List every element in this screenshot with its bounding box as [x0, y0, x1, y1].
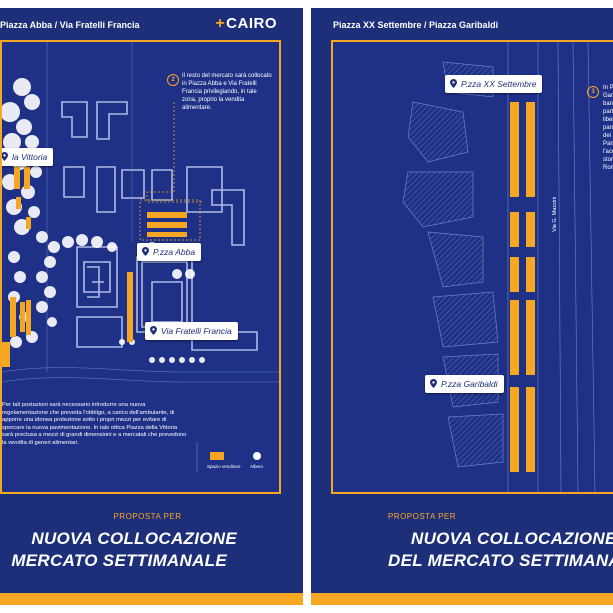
- map-right: P.zza XX Settembre P.zza Garibaldi Via G…: [331, 40, 613, 494]
- note-line: banchi d: [603, 101, 613, 107]
- pin-label: P.zza Garibaldi: [441, 379, 498, 389]
- proposal-label: PROPOSTA PER: [113, 512, 182, 521]
- note-line: parte in: [603, 109, 613, 115]
- poster-left: Piazza Abba / Via Fratelli Francia +CAIR…: [0, 8, 303, 605]
- cairo-logo: +CAIRO: [215, 15, 277, 33]
- location-pin-icon: [450, 79, 457, 88]
- note-line: Parimen: [603, 141, 613, 147]
- location-pin-icon: [142, 247, 149, 256]
- pin-label: P.zza Abba: [153, 247, 196, 257]
- pin-via-fratelli-francia[interactable]: Via Fratelli Francia: [145, 322, 238, 340]
- plus-icon: +: [215, 15, 226, 32]
- note-line: storico: [603, 157, 613, 163]
- poster-footer: PROPOSTA PER NUOVA COLLOCAZIONE DEL MERC…: [311, 498, 613, 593]
- map-left: la Vittoria P.zza Abba Via Fratelli Fran…: [0, 40, 281, 494]
- poster-right: Piazza XX Settembre / Piazza Garibaldi: [311, 8, 613, 605]
- title-line-2: MERCATO SETTIMANALE: [11, 551, 227, 570]
- logo-text: CAIRO: [226, 15, 277, 32]
- note-number-badge: 3: [587, 86, 599, 98]
- proposal-label: PROPOSTA PER: [387, 512, 457, 521]
- market-stalls: [510, 102, 535, 472]
- orange-strip: [311, 593, 613, 605]
- regulation-text: Per tali postazioni sarà necessario intr…: [2, 402, 187, 446]
- note-number-badge: 2: [167, 74, 179, 86]
- location-pin-icon: [2, 152, 8, 161]
- note-line: libera la: [603, 117, 613, 123]
- pin-piazza-abba[interactable]: P.zza Abba: [137, 243, 202, 261]
- title-line-1: NUOVA COLLOCAZIONE: [31, 529, 237, 548]
- note-line: parchec: [603, 125, 613, 131]
- pin-piazza-garibaldi[interactable]: P.zza Garibaldi: [425, 375, 504, 393]
- pin-label: Via Fratelli Francia: [161, 326, 232, 336]
- note-line: l'access: [603, 149, 613, 155]
- poster-gap: [303, 0, 311, 613]
- note-text: In Piazza Garibald banchi d parte in lib…: [603, 84, 613, 172]
- pin-piazza-vittoria[interactable]: la Vittoria: [2, 148, 54, 166]
- market-stalls: [2, 167, 187, 367]
- orange-strip: [0, 593, 303, 605]
- legend-stall-label: Spazio venditore: [207, 464, 241, 469]
- title-line-2: DEL MERCATO SETTIMANALE: [388, 551, 613, 570]
- legend-tree-swatch: [253, 452, 261, 460]
- location-pin-icon: [430, 379, 437, 388]
- pin-piazza-xx-settembre[interactable]: P.zza XX Settembre: [445, 75, 543, 93]
- note-line: Roma.: [603, 165, 613, 171]
- title-line-1: NUOVA COLLOCAZIONE: [411, 529, 613, 548]
- note-line: Garibald: [603, 93, 613, 99]
- note-line: In Piazza: [603, 85, 613, 91]
- location-pin-icon: [150, 326, 157, 335]
- note-line: dei parc: [603, 133, 613, 139]
- tree-clusters: [2, 78, 205, 363]
- header-title: Piazza XX Settembre / Piazza Garibaldi: [333, 20, 499, 30]
- street-label: Via G. Mazzini: [552, 196, 558, 232]
- pin-label: P.zza XX Settembre: [461, 79, 537, 89]
- poster-header: Piazza XX Settembre / Piazza Garibaldi: [311, 8, 613, 40]
- legend-tree-label: Albero: [250, 464, 264, 469]
- pin-label: la Vittoria: [12, 152, 48, 162]
- map-drawing: [402, 42, 596, 492]
- header-title: Piazza Abba / Via Fratelli Francia: [0, 20, 140, 30]
- legend-stall-swatch: [210, 452, 224, 460]
- poster-header: Piazza Abba / Via Fratelli Francia +CAIR…: [0, 8, 303, 40]
- note-text: Il resto del mercato sarà collocato in P…: [182, 73, 272, 111]
- poster-footer: PROPOSTA PER NUOVA COLLOCAZIONE MERCATO …: [0, 498, 303, 593]
